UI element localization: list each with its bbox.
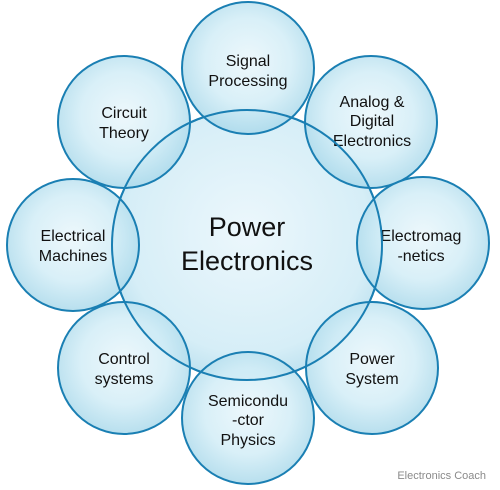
node-semiconductor-physics: Semicondu -ctor Physics xyxy=(181,351,315,485)
node-label-line: Electrical xyxy=(41,228,106,245)
node-label-line: Physics xyxy=(220,432,275,449)
node-label-line: -ctor xyxy=(232,412,265,429)
node-circle xyxy=(6,178,140,312)
node-circle xyxy=(181,351,315,485)
node-label-line: Analog & xyxy=(340,94,405,111)
center-node: Power Electronics xyxy=(111,109,383,381)
node-analog-digital-electronics: Analog & Digital Electronics xyxy=(304,55,438,189)
node-label-line: Signal xyxy=(226,53,270,70)
node-label-line: Processing xyxy=(208,73,287,90)
node-label-line: systems xyxy=(95,371,154,388)
center-circle-outline xyxy=(111,109,383,381)
node-label-line: Power xyxy=(349,351,395,368)
node-label-line: Circuit xyxy=(101,105,147,122)
node-power-system: Power System xyxy=(305,301,439,435)
node-electromagnetics: Electromag -netics xyxy=(356,176,490,310)
node-signal-processing: Signal Processing xyxy=(181,1,315,135)
node-label-line: -netics xyxy=(397,248,444,265)
node-label-line: Control xyxy=(98,351,150,368)
node-circle xyxy=(305,301,439,435)
node-label-line: Electromag xyxy=(381,228,462,245)
watermark: Electronics Coach xyxy=(397,470,486,482)
node-control-systems: Control systems xyxy=(57,301,191,435)
node-label-line: Theory xyxy=(99,125,149,142)
node-label-line: System xyxy=(345,371,398,388)
node-circle xyxy=(57,301,191,435)
node-circle xyxy=(356,176,490,310)
node-label-line: Electronics xyxy=(333,133,411,150)
node-label-line: Machines xyxy=(39,248,107,265)
node-label-line: Semicondu xyxy=(208,393,288,410)
center-label-line-2: Electronics xyxy=(181,246,313,276)
center-label-line-1: Power xyxy=(209,212,286,242)
node-circle xyxy=(57,55,191,189)
node-label-line: Digital xyxy=(350,113,394,130)
node-electrical-machines: Electrical Machines xyxy=(6,178,140,312)
node-circle xyxy=(181,1,315,135)
node-circuit-theory: Circuit Theory xyxy=(57,55,191,189)
